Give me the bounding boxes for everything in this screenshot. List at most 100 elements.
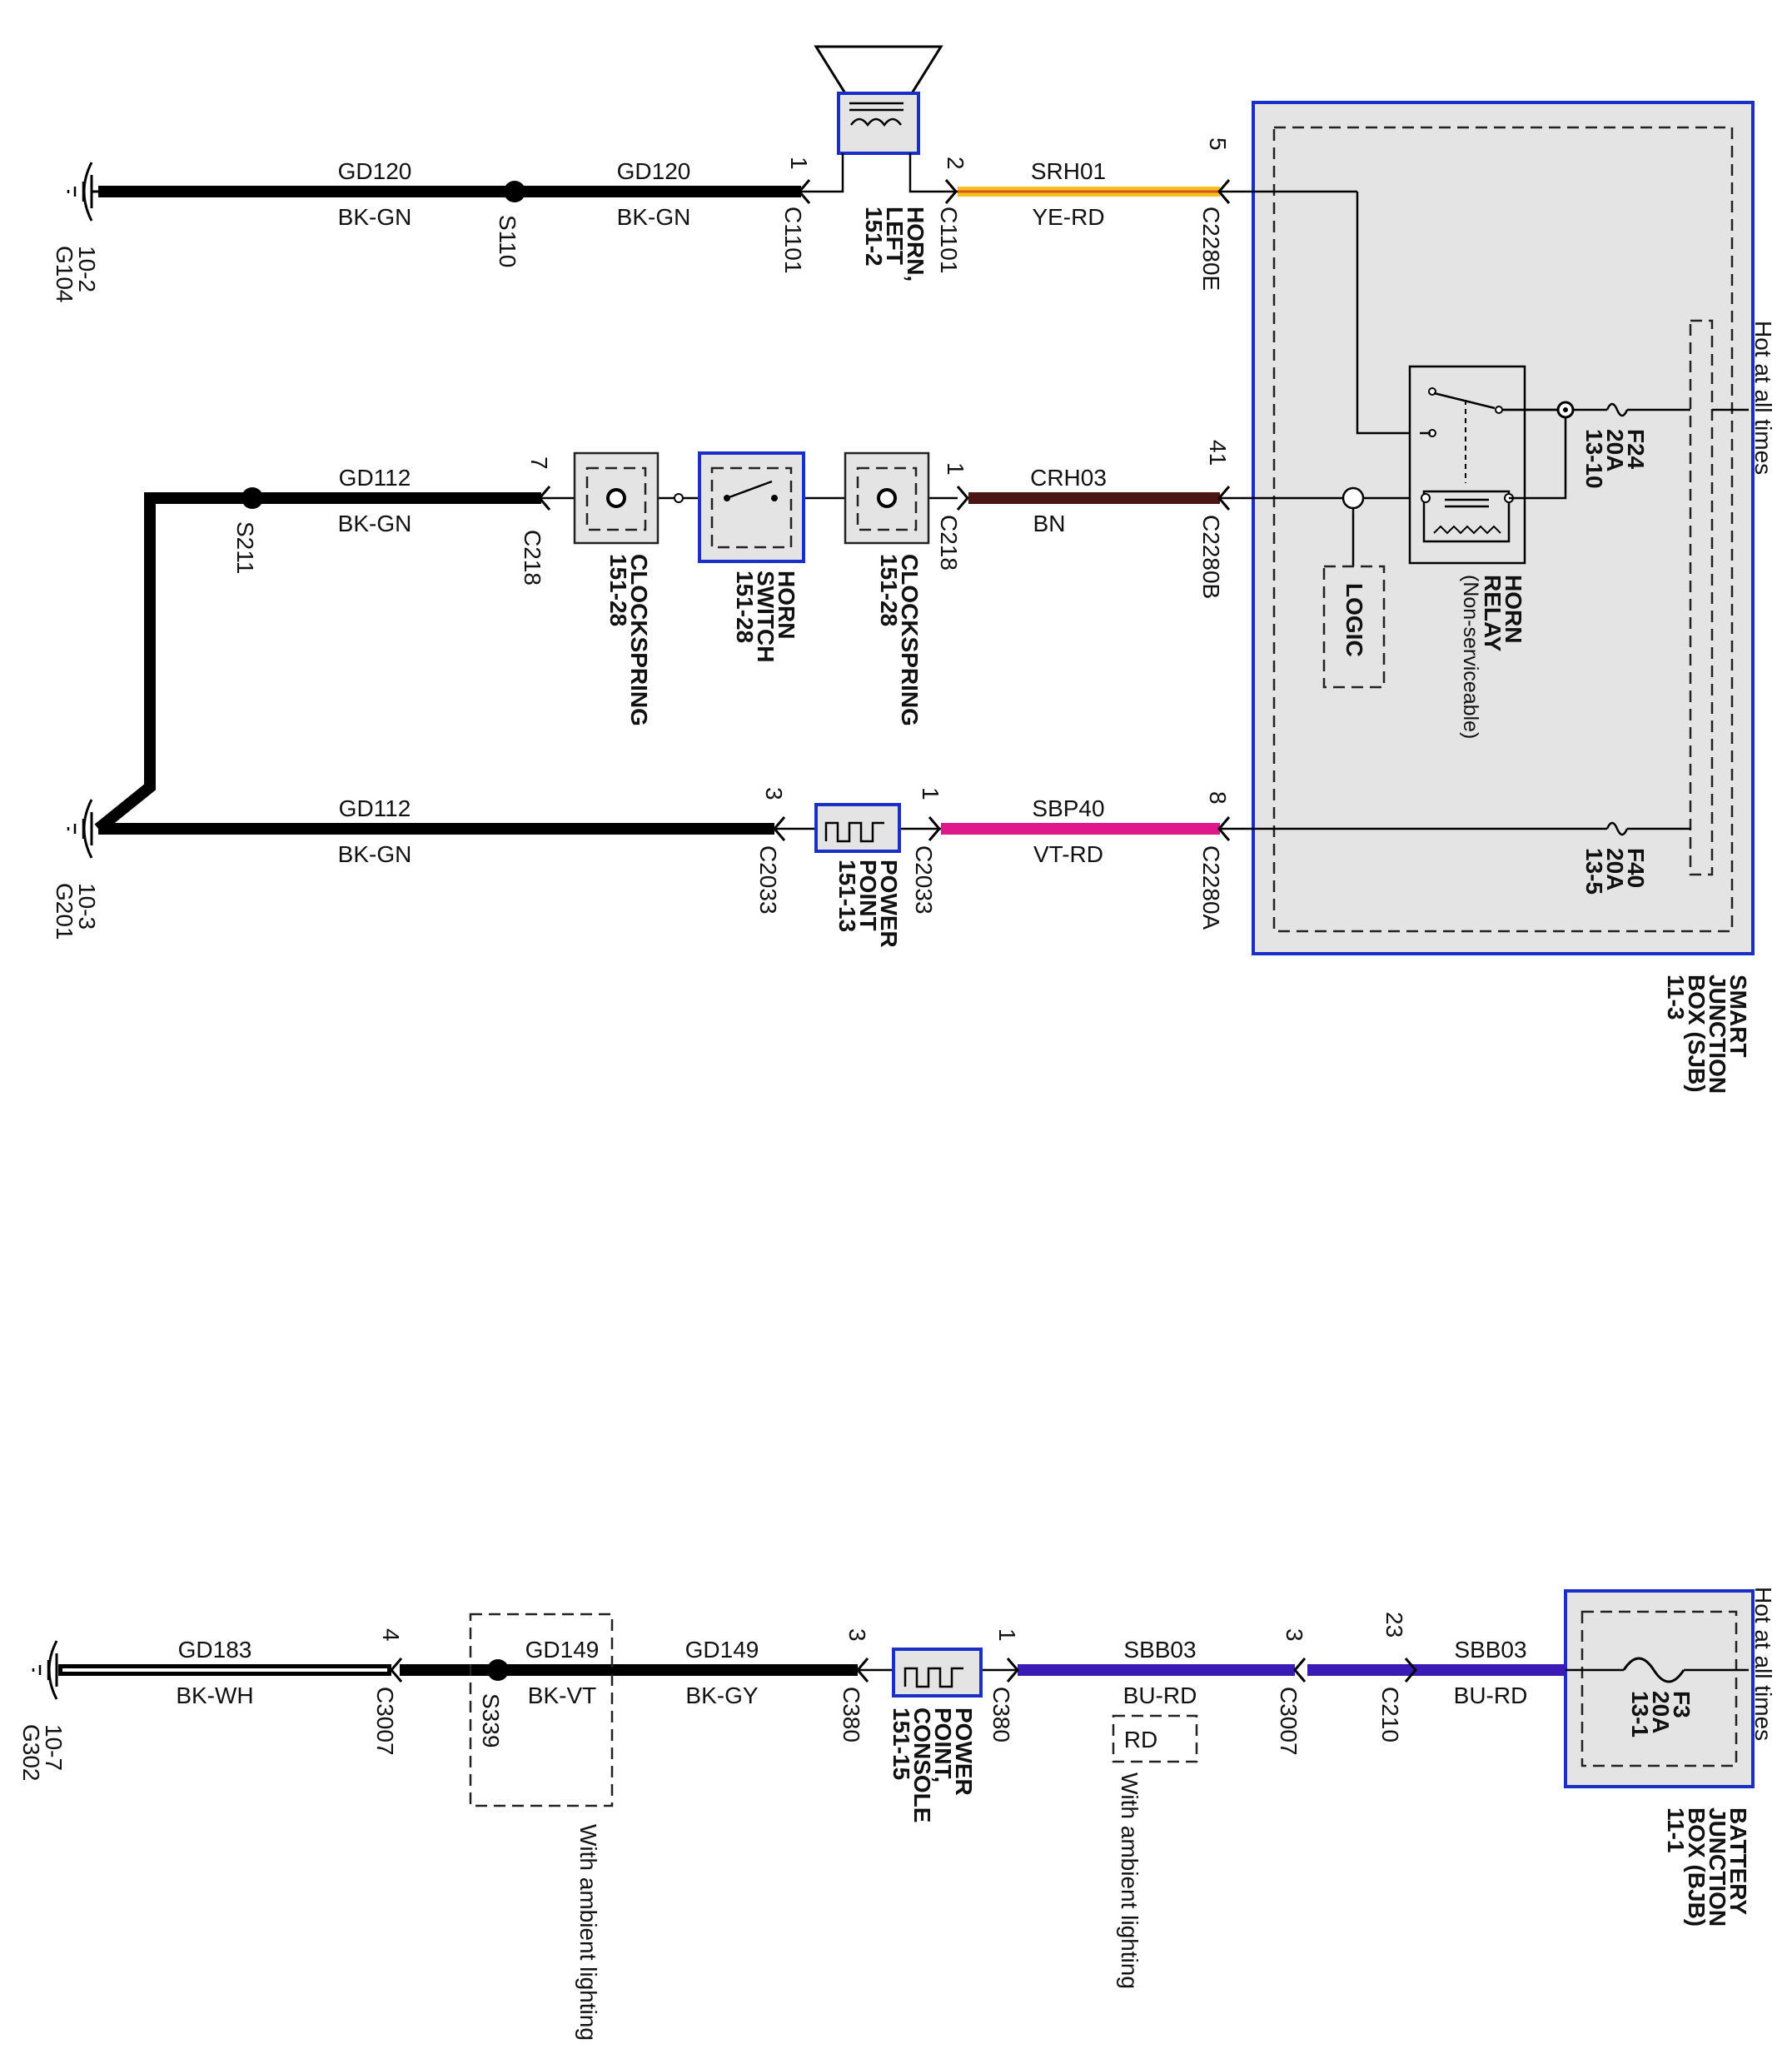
svg-text:151-28: 151-28 (876, 554, 902, 626)
conn-c218-1: C218 (936, 515, 962, 571)
wire-gd149-a-circuit: GD149 (525, 1637, 600, 1663)
horn-icon (801, 45, 958, 193)
wire-gd149-a-color: BK-VT (528, 1683, 596, 1708)
svg-text:POINT: POINT (855, 860, 881, 931)
pin-c2033-3: 3 (761, 787, 787, 800)
wire-sbb03-a-circuit: SBB03 (1123, 1637, 1196, 1663)
ground-g302-label: G302 (18, 1724, 44, 1782)
power-point-console-label: POWER POINT, CONSOLE 151-15 (889, 1708, 977, 1822)
power-point-console-icon (892, 1648, 983, 1698)
wire-crh03-color: BN (1033, 511, 1066, 536)
rd-option-box (1112, 1714, 1198, 1763)
svg-text:CLOCKSPRING: CLOCKSPRING (897, 554, 923, 726)
horn-relay-label: HORN RELAY (Non-serviceable) (1459, 575, 1526, 739)
logic-label: LOGIC (1342, 583, 1367, 657)
conn-c380-3: C380 (839, 1687, 864, 1742)
horn-left-label: HORN, LEFT 151-2 (861, 207, 928, 282)
wire-gd149-b-color: BK-GY (685, 1683, 758, 1708)
pin-c1101-2: 2 (943, 157, 968, 170)
pin-c2280e: 5 (1205, 137, 1231, 151)
ground-g302-ref: 10-7 (41, 1724, 67, 1771)
svg-text:20A: 20A (1648, 1691, 1674, 1733)
fuse-f3-icon (1622, 1657, 1685, 1683)
splice-s339 (487, 1659, 509, 1681)
conn-c1101-1: C1101 (780, 207, 806, 273)
bjb-label: BATTERY JUNCTION BOX (BJB) 11-1 (1663, 1807, 1751, 1927)
svg-text:POINT,: POINT, (930, 1708, 956, 1782)
svg-text:SMART: SMART (1725, 975, 1751, 1058)
splice-s211-label: S211 (232, 521, 258, 574)
sjb-label: SMART JUNCTION BOX (SJB) 11-3 (1663, 975, 1751, 1094)
conn-c3007-4: C3007 (372, 1687, 398, 1756)
fuse-f40-icon (1605, 821, 1629, 836)
conn-c380-1: C380 (988, 1687, 1014, 1742)
svg-text:HORN: HORN (1501, 575, 1526, 643)
svg-text:BOX (SJB): BOX (SJB) (1684, 975, 1710, 1093)
horn-relay-icon (1408, 365, 1526, 565)
wire-gd120-b-color: BK-GN (617, 204, 691, 230)
svg-text:13-10: 13-10 (1581, 429, 1607, 489)
wire-gd120-a-circuit: GD120 (338, 158, 412, 184)
wire-gd112-riser (94, 492, 541, 834)
svg-text:13-1: 13-1 (1627, 1691, 1653, 1737)
power-point-label: POWER POINT 151-13 (834, 860, 902, 948)
pin-c210: 23 (1381, 1612, 1407, 1638)
wire-gd120-a-color: BK-GN (338, 204, 412, 230)
svg-text:151-28: 151-28 (732, 571, 758, 643)
wire-gd120-b-circuit: GD120 (617, 158, 691, 184)
conn-c2033-3: C2033 (755, 845, 781, 915)
pin-c218-1: 1 (943, 462, 968, 476)
conn-c2033-1: C2033 (911, 845, 937, 915)
ground-g302-icon (32, 1640, 58, 1700)
svg-text:20A: 20A (1602, 429, 1628, 471)
conn-c2280a: C2280A (1198, 845, 1224, 930)
rd-option-label: RD (1124, 1727, 1157, 1752)
splice-s110 (504, 181, 525, 202)
wire-srh01-color: YE-RD (1032, 204, 1104, 230)
wire-sbp40-color: VT-RD (1033, 841, 1103, 867)
pin-c2280a: 8 (1205, 791, 1231, 805)
hot-at-all-times-bjb: Hot at all times (1750, 1587, 1776, 1741)
svg-text:SWITCH: SWITCH (753, 571, 779, 662)
wire-crh03-circuit: CRH03 (1030, 465, 1107, 491)
svg-text:CLOCKSPRING: CLOCKSPRING (626, 554, 652, 726)
logic-module (1322, 486, 1386, 689)
svg-text:151-13: 151-13 (834, 860, 860, 932)
svg-text:JUNCTION: JUNCTION (1705, 1807, 1730, 1927)
wire-gd112-a-color: BK-GN (338, 511, 412, 536)
svg-text:11-1: 11-1 (1663, 1807, 1689, 1853)
wire-sbb03-b-circuit: SBB03 (1454, 1637, 1526, 1663)
svg-text:POWER: POWER (876, 860, 902, 948)
ground-g201-label: G201 (52, 883, 77, 940)
pin-c1101-1: 1 (786, 157, 812, 170)
svg-text:BOX (BJB): BOX (BJB) (1684, 1807, 1710, 1927)
clockspring-b-icon (844, 451, 930, 545)
conn-c1101-2: C1101 (936, 207, 962, 273)
pin-c2280b: 41 (1205, 440, 1231, 466)
svg-text:JUNCTION: JUNCTION (1705, 975, 1730, 1094)
wire-sbp40-circuit: SBP40 (1032, 795, 1104, 821)
fuse-f24-label: F24 20A 13-10 (1581, 429, 1649, 489)
conn-c218-7: C218 (520, 530, 545, 586)
pin-c3007-3: 3 (1282, 1628, 1307, 1642)
pin-c2033-1: 1 (918, 787, 943, 800)
clockspring-b-label: CLOCKSPRING 151-28 (876, 554, 923, 726)
svg-text:F24: F24 (1623, 429, 1649, 470)
svg-text:POWER: POWER (951, 1708, 977, 1796)
clockspring-a-label: CLOCKSPRING 151-28 (605, 554, 652, 726)
ambient-option-box-1 (469, 1613, 614, 1807)
clockspring-a-icon (573, 451, 660, 545)
wire-gd112-a-circuit: GD112 (339, 465, 411, 491)
svg-text:13-5: 13-5 (1581, 848, 1607, 895)
pin-c380-3: 3 (844, 1628, 870, 1642)
wire-sbb03-b-color: BU-RD (1454, 1683, 1528, 1708)
svg-text:11-3: 11-3 (1663, 975, 1689, 1020)
splice-s211 (241, 487, 263, 509)
svg-text:HORN,: HORN, (903, 207, 928, 282)
power-point-icon (814, 803, 901, 853)
ground-g104-icon (67, 162, 98, 222)
svg-text:151-28: 151-28 (605, 554, 631, 626)
wire-gd183-color: BK-WH (176, 1683, 253, 1708)
ground-g201-ref: 10-3 (74, 883, 100, 930)
ambient-lighting-note-1: With ambient lighting (575, 1824, 601, 2041)
